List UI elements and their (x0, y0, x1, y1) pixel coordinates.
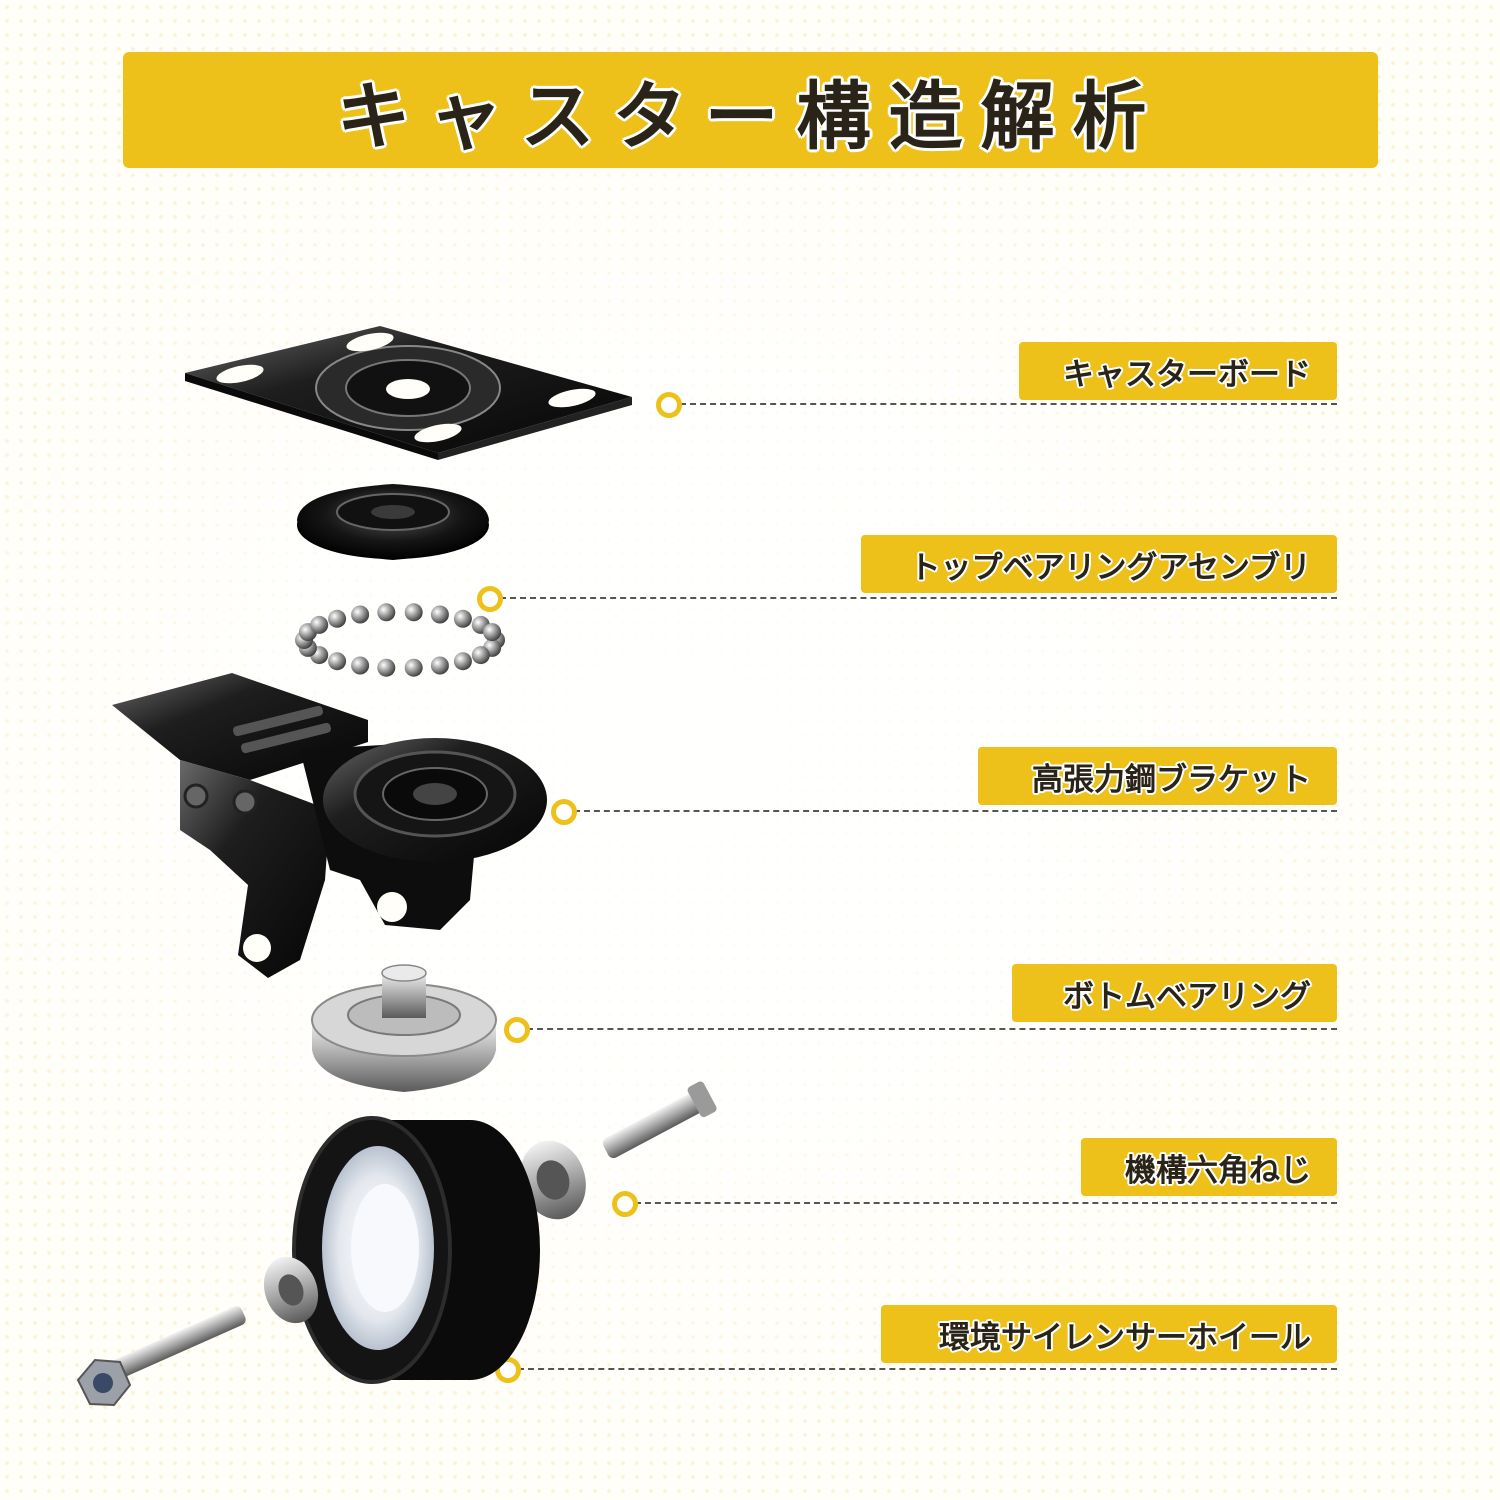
bearing-ball (328, 609, 347, 628)
label-text: ボトムベアリング (1063, 978, 1311, 1015)
wheel-icon (292, 1116, 540, 1384)
mounting-plate-icon (185, 326, 632, 460)
bearing-ball (453, 652, 472, 671)
bearing-ball (310, 615, 329, 634)
bottom-bearing-icon (311, 964, 497, 1092)
label-bottom-bearing: ボトムベアリング (1012, 964, 1337, 1022)
leader-line-caster-board (680, 403, 1337, 405)
bearing-ball (471, 646, 490, 665)
leader-line-wheel (518, 1368, 1337, 1370)
leader-line-top-bearing (500, 597, 1337, 599)
leader-dot-hex-bolt (612, 1191, 638, 1217)
label-wheel: 環境サイレンサーホイール (881, 1305, 1337, 1363)
top-bearing-cup-icon (297, 484, 489, 560)
page-title: キャスター構造解析 (336, 73, 1165, 160)
bearing-ball (351, 656, 370, 675)
label-bracket: 高張力鋼ブラケット (978, 747, 1337, 805)
leader-dot-bracket (551, 799, 577, 825)
label-text: 機構六角ねじ (1125, 1152, 1311, 1189)
hex-bolt-icon (520, 1081, 717, 1220)
bearing-ball (377, 603, 396, 622)
label-text: 環境サイレンサーホイール (939, 1319, 1311, 1356)
bearing-ball (430, 605, 449, 624)
label-top-bearing: トップベアリングアセンブリ (861, 535, 1337, 593)
label-text: トップベアリングアセンブリ (909, 549, 1311, 586)
label-text: 高張力鋼ブラケット (1032, 761, 1311, 798)
bearing-ball (404, 603, 423, 622)
bearing-ball (430, 656, 449, 675)
leader-line-bottom-bearing (527, 1028, 1337, 1030)
leader-line-bracket (574, 810, 1337, 812)
leader-dot-top-bearing (477, 586, 503, 612)
ball-bearing-ring-icon (295, 603, 505, 677)
label-caster-board: キャスターボード (1019, 342, 1337, 400)
bearing-ball (483, 623, 502, 642)
bearing-ball (453, 609, 472, 628)
title-banner: キャスター構造解析 (123, 52, 1378, 168)
bracket-icon (112, 673, 547, 978)
bearing-ball (351, 605, 370, 624)
bearing-ball (404, 658, 423, 677)
axle-bolt-icon (76, 1256, 319, 1407)
label-hex-bolt: 機構六角ねじ (1081, 1138, 1337, 1196)
bearing-ball (377, 658, 396, 677)
label-text: キャスターボード (1063, 356, 1311, 393)
bearing-ball (328, 652, 347, 671)
leader-dot-bottom-bearing (504, 1017, 530, 1043)
leader-line-hex-bolt (635, 1202, 1337, 1204)
leader-dot-caster-board (656, 392, 682, 418)
